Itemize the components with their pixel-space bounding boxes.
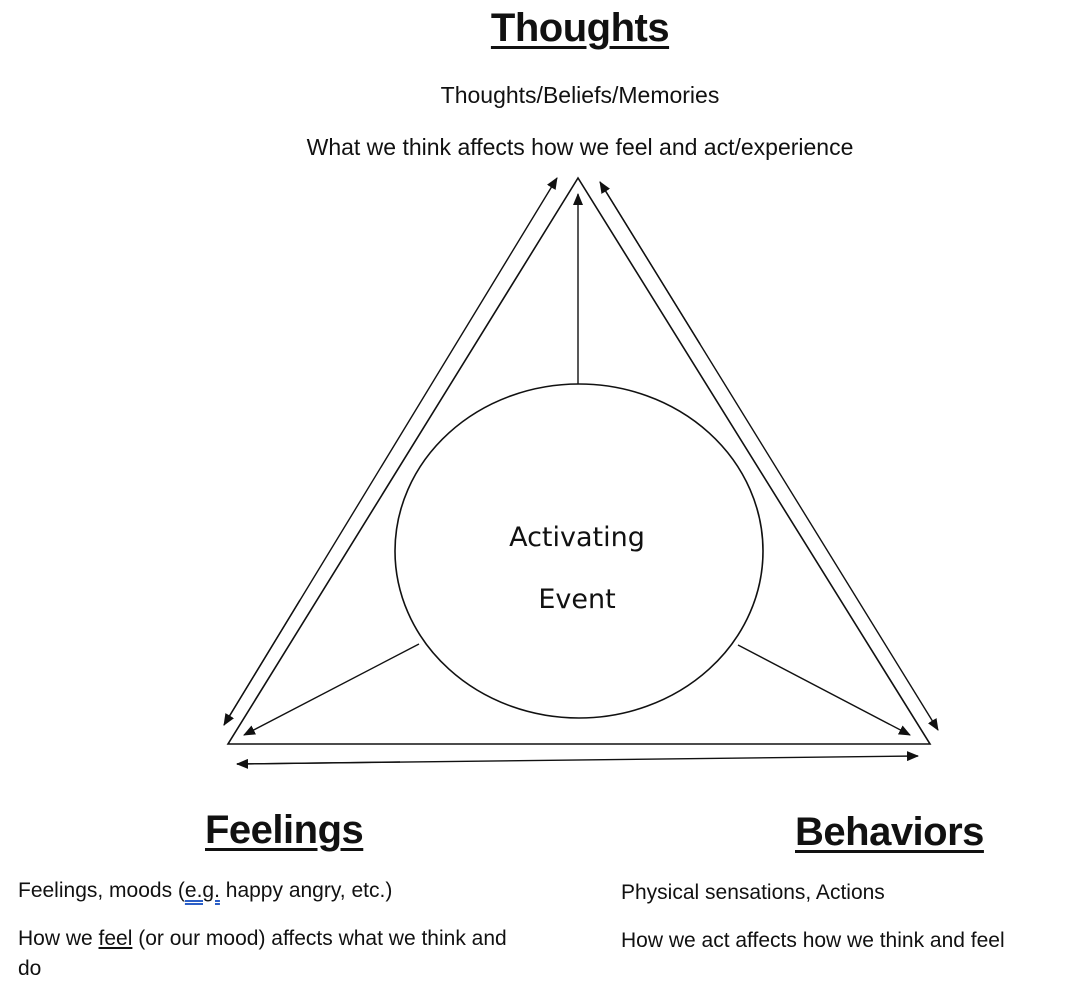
arrow-thoughts-to-feelings-head: [223, 599, 301, 726]
arrow-event-to-behaviors: [737, 644, 911, 736]
arrow-behaviors-feelings-head: [236, 758, 401, 769]
feelings-description-underlined: feel: [98, 927, 133, 950]
thoughts-subtitle: Thoughts/Beliefs/Memories: [440, 82, 720, 108]
behaviors-subtitle: Physical sensations, Actions: [621, 881, 885, 904]
arrow-event-to-feelings: [243, 643, 420, 736]
triangle-outline: [226, 176, 932, 745]
feelings-description-pre: How we: [18, 927, 99, 950]
feelings-description: How we feel (or our mood) affects what w…: [18, 924, 518, 984]
activating-event-line2: Event: [538, 584, 615, 615]
activating-event-ellipse: [394, 383, 764, 719]
feelings-subtitle-post: happy angry, etc.): [219, 879, 393, 902]
feelings-heading: Feelings: [205, 808, 364, 852]
feelings-subtitle-link: e.g.: [184, 879, 220, 902]
thoughts-heading: Thoughts: [490, 6, 670, 50]
behaviors-description: How we act affects how we think and feel: [621, 929, 1005, 952]
feelings-subtitle: Feelings, moods (e.g. happy angry, etc.): [18, 876, 392, 906]
feelings-subtitle-pre: Feelings, moods (: [18, 879, 185, 902]
arrow-behaviors-thoughts-head: [599, 181, 701, 345]
behaviors-heading: Behaviors: [795, 810, 984, 854]
feelings-description-post: (or our mood) affects what we think and …: [18, 927, 507, 980]
thoughts-description: What we think affects how we feel and ac…: [306, 134, 854, 160]
activating-event-line1: Activating: [509, 522, 645, 553]
